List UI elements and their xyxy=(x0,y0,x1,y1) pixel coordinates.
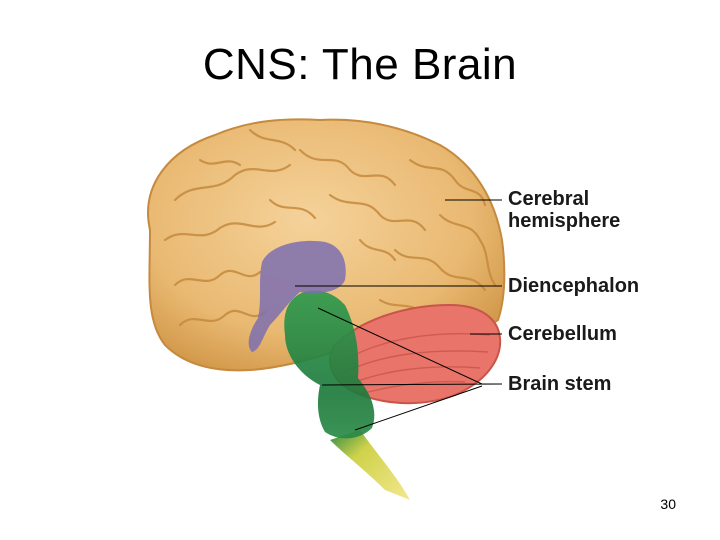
label-brain-stem: Brain stem xyxy=(508,373,612,395)
brain-stem xyxy=(284,290,375,439)
label-cerebral-line2: hemisphere xyxy=(508,210,621,232)
label-diencephalon: Diencephalon xyxy=(508,275,640,297)
leader-lines xyxy=(295,199,503,431)
diencephalon xyxy=(248,240,346,352)
slide-title: CNS: The Brain xyxy=(202,40,518,89)
cerebral-folds xyxy=(163,128,497,327)
label-cerebral-line1: Cerebral xyxy=(508,188,590,210)
label-cerebellum: Cerebellum xyxy=(508,323,617,345)
page-number: 30 xyxy=(660,496,676,512)
label-cerebral-hemisphere: Cerebral hemisphere xyxy=(508,188,620,232)
spinal-cord xyxy=(330,430,410,500)
